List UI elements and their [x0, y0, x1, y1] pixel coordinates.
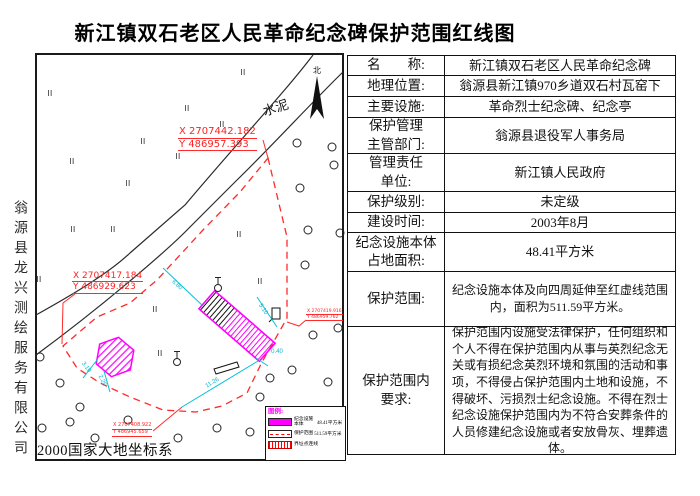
legend-item-boundary-line: 界址点连线 [268, 441, 343, 450]
row-label: 管理责任 单位: [348, 154, 445, 191]
coord-label-right: X 2707419.916 Y 486959.762 [306, 309, 343, 322]
legend-title: 图例: [268, 408, 284, 415]
row-label: 保护范围: [348, 272, 445, 326]
legend-item-area: 48.41平方米 [317, 420, 343, 426]
north-label: 北 [313, 66, 321, 75]
table-row: 保护管理 主管部门: 翁源县退役军人事务局 [348, 118, 675, 154]
dimension-lines [82, 267, 278, 408]
coord-x: X 2707419.916 [306, 309, 343, 316]
legend-swatch-monument [268, 418, 292, 427]
table-row: 保护范围: 纪念设施本体及向四周延伸至红虚线范围内，面积为511.59平方米。 [348, 272, 675, 327]
svg-text:II: II [140, 137, 145, 146]
svg-text:11.26: 11.26 [205, 376, 221, 389]
coord-label-top: X 2707442.182 Y 486957.393 [178, 126, 257, 151]
coord-y: Y 486959.762 [306, 315, 343, 322]
table-row: 保护范围内 要求: 保护范围内设施受法律保护，任何组织和个人不得在保护范围内从事… [348, 327, 675, 454]
legend-item-label: 界址点连线 [294, 442, 318, 448]
svg-text:II: II [236, 230, 241, 239]
row-label: 主要设施: [348, 97, 445, 117]
row-value: 翁源县新江镇970乡道双石村瓦窑下 [459, 78, 661, 94]
svg-text:II: II [257, 277, 262, 286]
legend-swatch-protection [268, 429, 292, 438]
svg-text:II: II [70, 225, 75, 234]
svg-text:0.40: 0.40 [271, 349, 283, 355]
coordinate-leader-lines [61, 139, 307, 432]
svg-text:II: II [175, 152, 180, 161]
legend-item-label: 纪念设施本体 [294, 416, 314, 428]
row-value: 革命烈士纪念碑、纪念亭 [488, 99, 632, 115]
monument-shape [197, 289, 277, 363]
coord-y: Y 486957.393 [178, 139, 257, 151]
svg-text:II: II [157, 349, 162, 358]
map-area [35, 53, 344, 461]
pavilion-shape [95, 336, 135, 378]
road-label: 水泥 [261, 97, 290, 119]
row-value: 2003年8月 [530, 214, 590, 230]
table-row: 保护级别: 未定级 [348, 192, 675, 213]
legend-item-area: 511.59平方米 [314, 432, 342, 438]
north-arrow-icon: 北 [310, 66, 324, 119]
row-value: 纪念设施本体及向四周延伸至红虚线范围内，面积为511.59平方米。 [451, 283, 668, 314]
row-label: 保护范围内 要求: [348, 327, 445, 454]
row-label: 保护管理 主管部门: [348, 118, 445, 153]
road-lines [35, 54, 344, 356]
row-value: 保护范围内设施受法律保护，任何组织和个人不得在保护范围内从事与英烈纪念无关或有损… [451, 327, 668, 454]
row-label: 名 称: [348, 56, 445, 75]
row-label: 纪念设施本体 占地面积: [348, 233, 445, 271]
page-title: 新江镇双石老区人民革命纪念碑保护范围红线图 [74, 23, 516, 45]
datum-label: 2000国家大地坐标系 [37, 443, 173, 459]
svg-text:2.26: 2.26 [97, 374, 108, 388]
bench-symbol [213, 361, 240, 375]
table-row: 管理责任 单位: 新江镇人民政府 [348, 154, 675, 192]
info-table: 名 称: 新江镇双石老区人民革命纪念碑 地理位置: 翁源县新江镇970乡道双石村… [347, 55, 676, 455]
svg-text:II: II [36, 275, 41, 284]
coord-x: X 2707442.182 [178, 126, 257, 139]
svg-text:3.19: 3.19 [80, 361, 92, 375]
row-value: 新江镇双石老区人民革命纪念碑 [468, 57, 651, 73]
svg-text:II: II [125, 179, 130, 188]
svg-text:6.80: 6.80 [170, 279, 183, 292]
row-value: 新江镇人民政府 [514, 164, 606, 180]
legend-item-monument: 纪念设施本体 48.41平方米 [268, 416, 343, 428]
tree-with-stem-symbols [173, 277, 222, 366]
table-row: 纪念设施本体 占地面积: 48.41平方米 [348, 233, 675, 272]
legend-item-label: 保护范围 [294, 430, 314, 436]
row-label: 地理位置: [348, 76, 445, 96]
coord-x: X 2707408.922 [112, 422, 153, 430]
surveyor-company-label: 翁源县龙兴测绘服务有限公司 [12, 200, 27, 460]
table-row: 名 称: 新江镇双石老区人民革命纪念碑 [348, 56, 675, 76]
svg-text:II: II [184, 104, 189, 113]
table-row: 地理位置: 翁源县新江镇970乡道双石村瓦窑下 [348, 76, 675, 97]
tree-symbols [35, 138, 345, 443]
svg-text:5.10: 5.10 [257, 303, 269, 317]
svg-text:II: II [240, 68, 245, 77]
svg-text:II: II [152, 305, 157, 314]
marker-square [268, 307, 281, 323]
table-row: 主要设施: 革命烈士纪念碑、纪念亭 [348, 97, 675, 118]
coord-x: X 2707417.184 [72, 271, 144, 283]
coord-y: Y 486945.659 [112, 429, 153, 437]
row-value: 翁源县退役军人事务局 [494, 127, 625, 143]
row-value: 未定级 [540, 194, 580, 210]
grass-symbols: II II II II II II II II II II II II II I… [36, 68, 262, 358]
row-label: 保护级别: [348, 192, 445, 212]
row-value: 48.41平方米 [525, 244, 595, 260]
row-label: 建设时间: [348, 213, 445, 232]
legend-box: 图例: 纪念设施本体 48.41平方米 保护范围 511.59平方米 界址点连线 [265, 406, 346, 461]
svg-text:II: II [47, 89, 52, 98]
svg-text:II: II [219, 120, 224, 129]
table-row: 建设时间: 2003年8月 [348, 213, 675, 233]
coord-y: Y 486929.623 [72, 282, 144, 294]
coord-label-left: X 2707417.184 Y 486929.623 [72, 271, 144, 294]
legend-swatch-boundary-line [268, 441, 292, 450]
legend-item-protection: 保护范围 511.59平方米 [268, 429, 343, 438]
coord-label-bottom: X 2707408.922 Y 486945.659 [112, 422, 153, 437]
svg-text:II: II [69, 157, 74, 166]
svg-text:II: II [110, 225, 115, 234]
